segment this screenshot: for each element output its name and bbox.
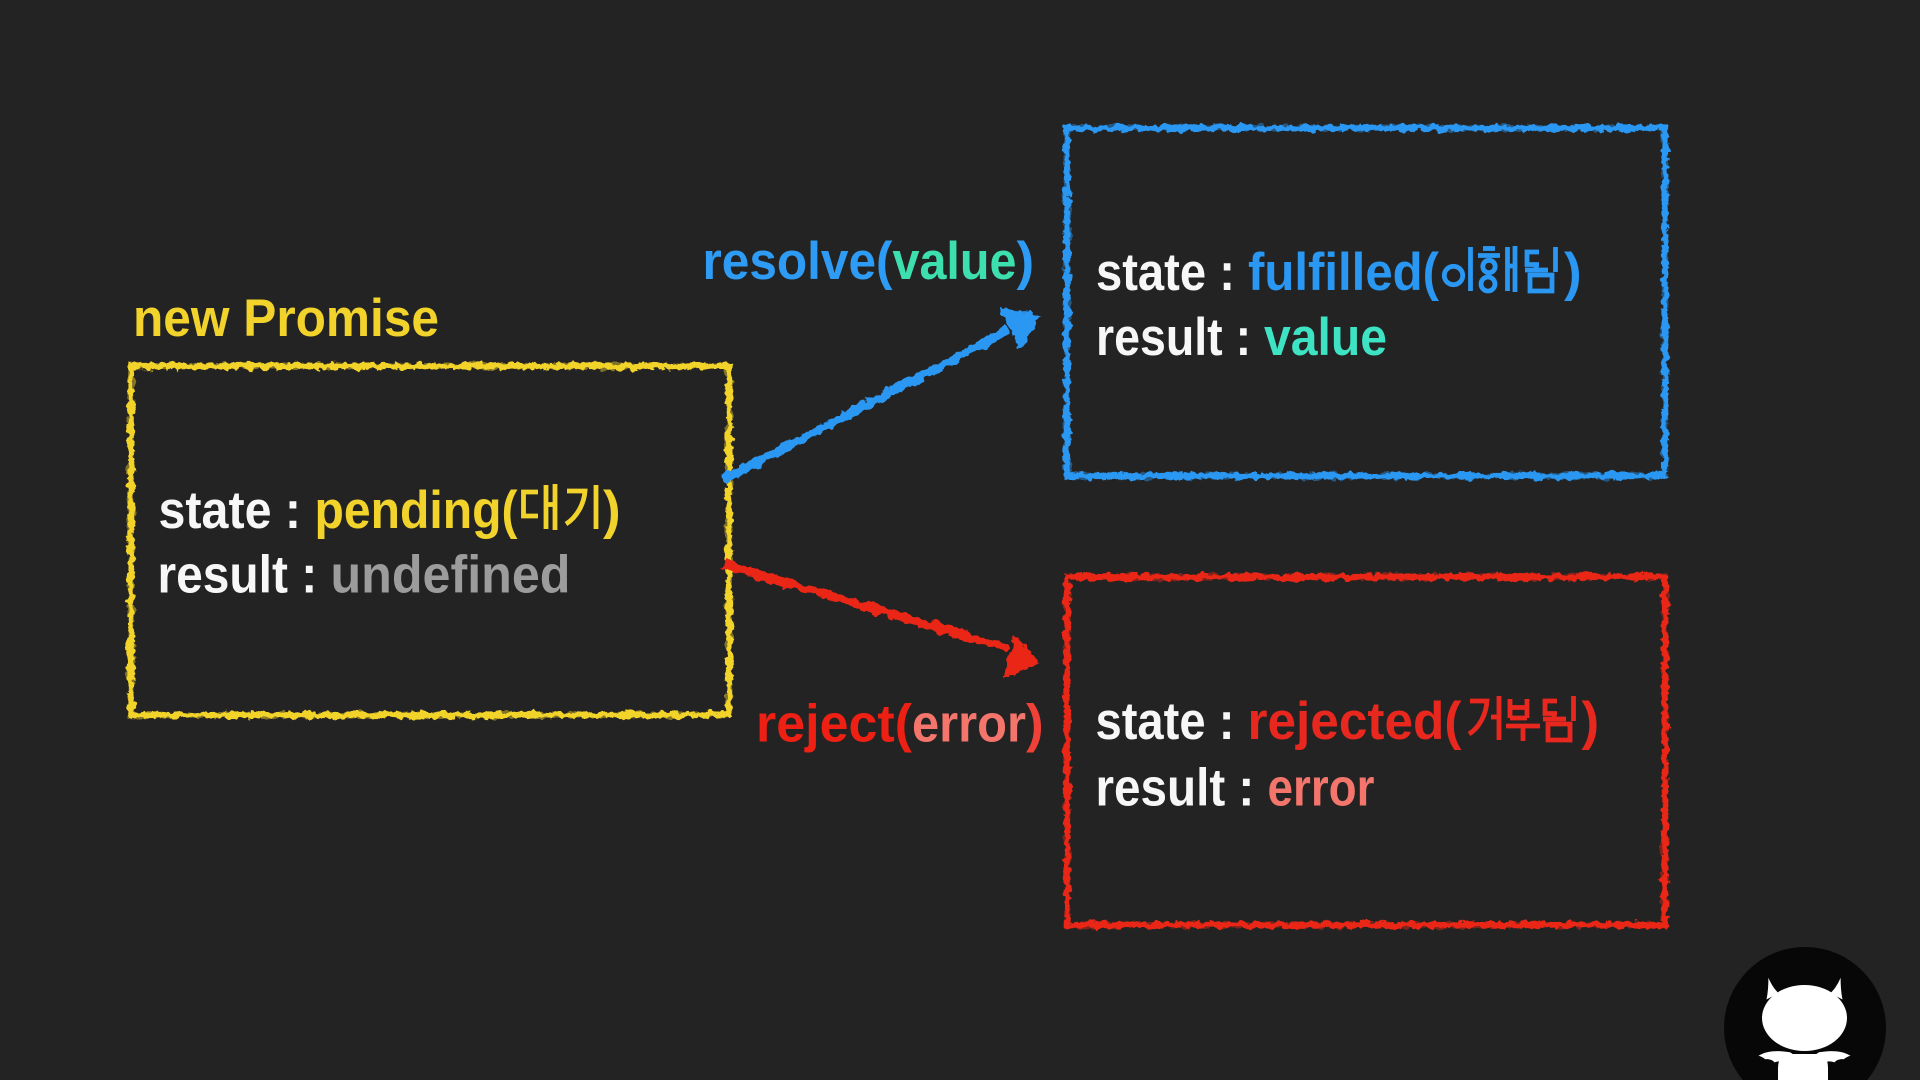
- svg-text:reject(error): reject(error): [756, 695, 1044, 754]
- svg-text:state : rejected(: state : rejected(: [1096, 692, 1462, 751]
- svg-text:result : undefined: result : undefined: [158, 546, 571, 605]
- svg-text:): ): [1582, 692, 1600, 751]
- svg-text:result : value: result : value: [1096, 308, 1387, 367]
- svg-text:): ): [1564, 243, 1582, 302]
- svg-text:new Promise: new Promise: [133, 289, 439, 348]
- svg-text:state : fulfilled(: state : fulfilled(: [1096, 243, 1439, 302]
- svg-text:resolve(value): resolve(value): [703, 232, 1035, 291]
- svg-text:state : pending(: state : pending(: [159, 481, 518, 540]
- svg-text:result : error: result : error: [1096, 759, 1375, 818]
- svg-text:): ): [603, 481, 621, 540]
